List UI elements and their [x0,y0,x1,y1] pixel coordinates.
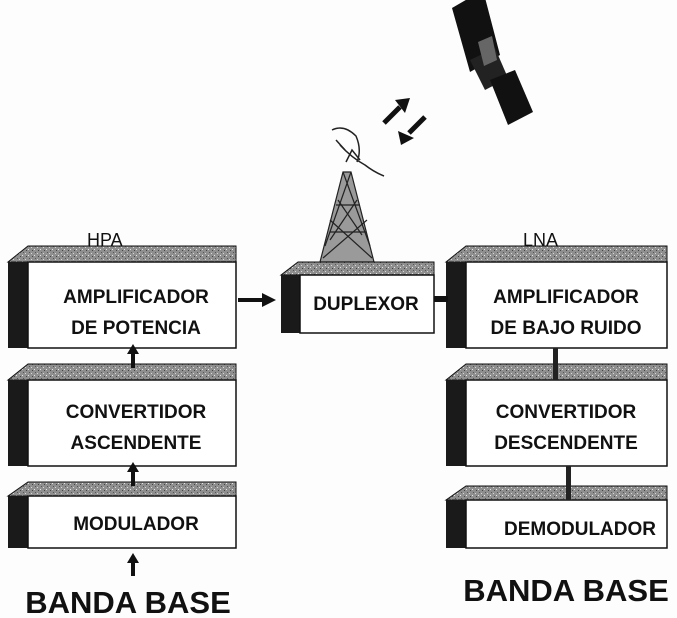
conv-desc-line1: CONVERTIDOR [496,402,637,423]
uplink-arrow [384,98,410,123]
downlink-arrow [398,117,425,145]
amp-pot-line2: DE POTENCIA [71,318,201,339]
antenna-tower-icon [320,172,374,262]
duplexor-label: DUPLEXOR [313,294,419,315]
lna-box-line2: DE BAJO RUIDO [491,318,642,339]
conv-asc-line1: CONVERTIDOR [66,402,207,423]
lna-box-line1: AMPLIFICADOR [493,287,639,308]
banda-base-right: BANDA BASE [463,573,669,608]
banda-base-left: BANDA BASE [25,585,231,618]
demodulador-label: DEMODULADOR [504,519,656,540]
lna-label: LNA [523,230,558,250]
conv-desc-line2: DESCENDENTE [494,433,638,454]
hpa-label: HPA [87,230,123,250]
amp-pot-line1: AMPLIFICADOR [63,287,209,308]
conv-asc-line2: ASCENDENTE [71,433,202,454]
satellite-icon [452,0,533,125]
modulador-label: MODULADOR [73,514,199,535]
dish-icon [332,128,384,176]
